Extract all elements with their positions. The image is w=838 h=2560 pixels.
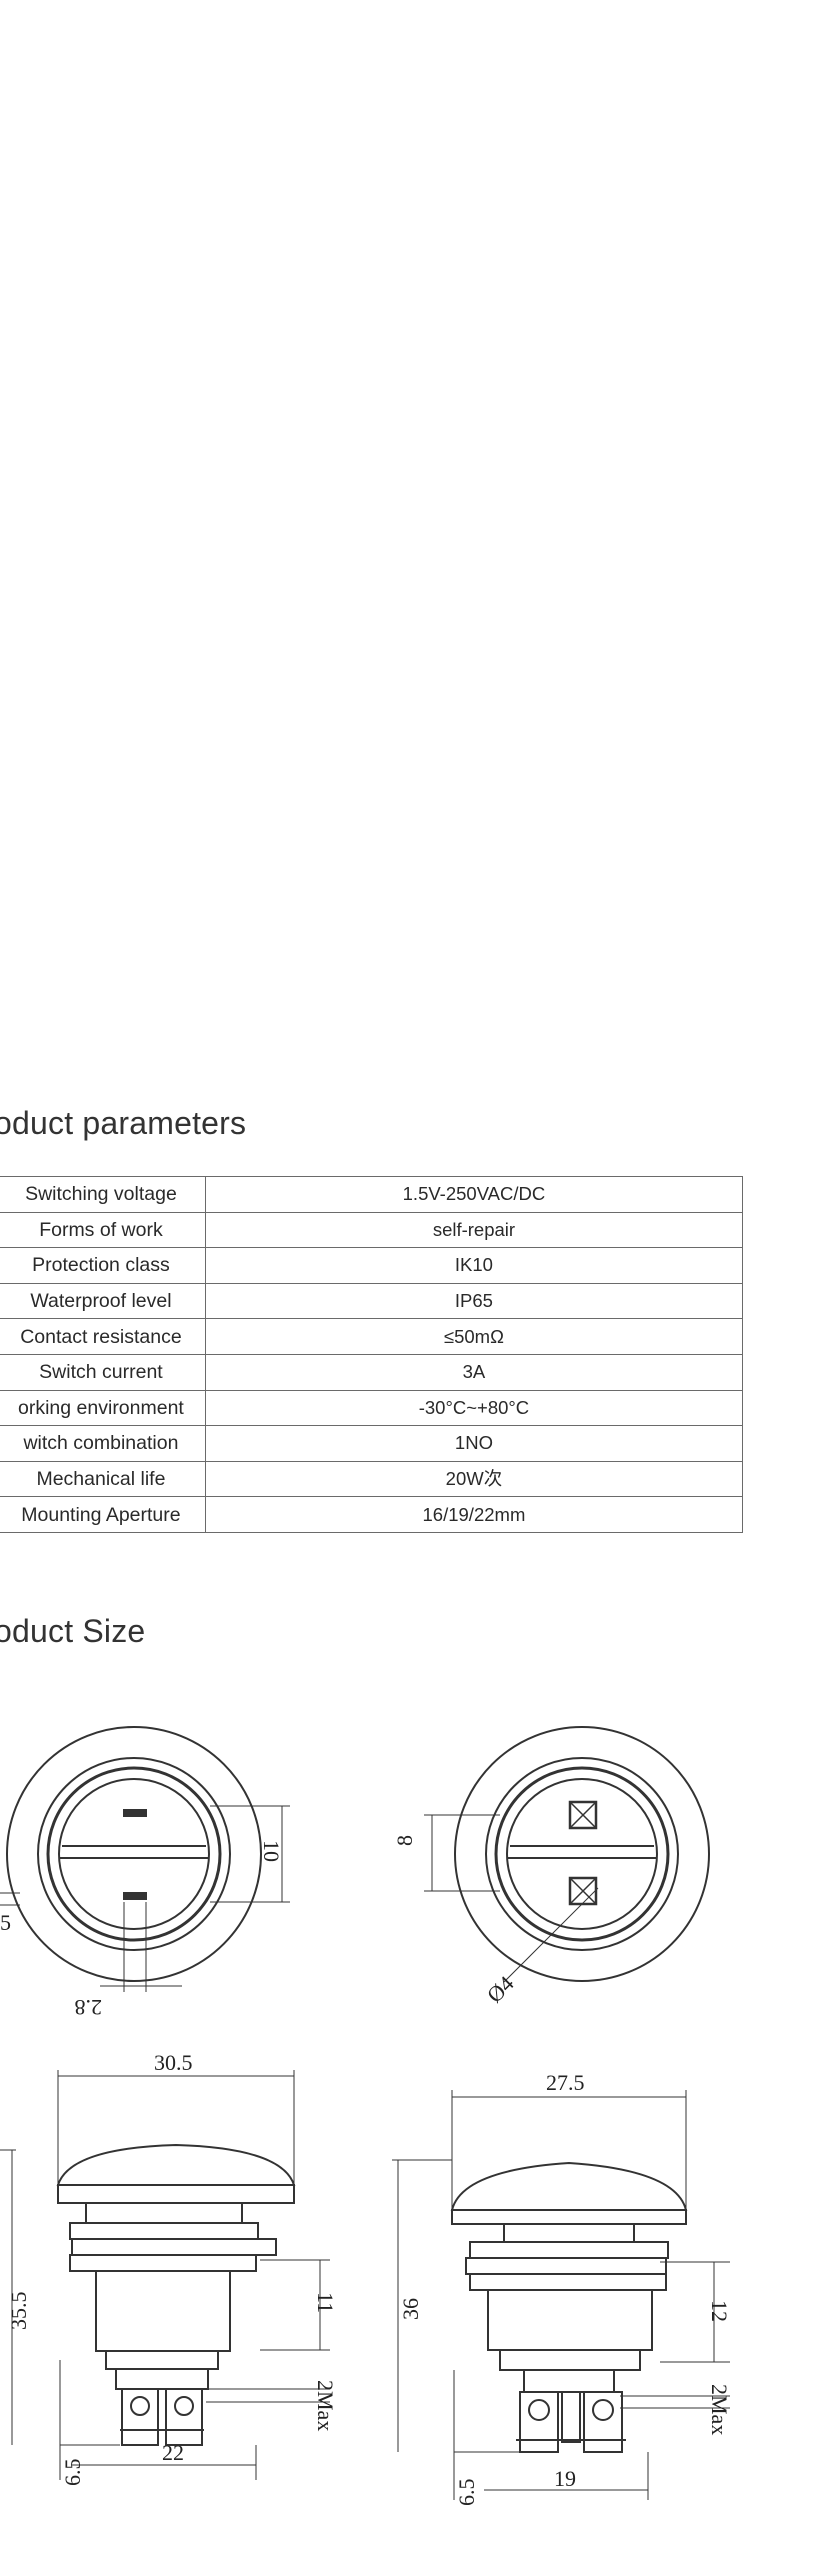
param-label: Protection class (0, 1247, 206, 1284)
param-label: Switch current (0, 1353, 206, 1391)
parameters-heading: oduct parameters (0, 1105, 247, 1141)
dim-label: 2.8 (75, 1995, 103, 2020)
param-label: Forms of work (0, 1211, 206, 1249)
param-value: 1.5V-250VAC/DC (204, 1176, 744, 1213)
dim-label: 6.5 (60, 2459, 85, 2487)
top-view-right (424, 1726, 710, 1983)
dim-label: 6.5 (454, 2479, 479, 2507)
param-label: Switching voltage (0, 1176, 206, 1213)
dim-label: 36 (398, 2298, 423, 2320)
param-value: IP65 (204, 1282, 744, 1320)
param-label: Mechanical life (0, 1460, 206, 1498)
dim-label: 19 (554, 2466, 576, 2491)
top-view-left (0, 1726, 290, 1992)
side-view-right (392, 2090, 730, 2500)
dim-label: 5 (0, 1910, 11, 1935)
dim-label: 12 (707, 2300, 732, 2322)
dim-label: 27.5 (546, 2070, 585, 2095)
dim-label: 2Max (707, 2384, 732, 2435)
table-row: orking environment-30°C~+80°C (0, 1389, 744, 1427)
param-value: 1NO (204, 1425, 744, 1462)
side-view-left (0, 2070, 330, 2480)
dim-label: 35.5 (6, 2292, 31, 2331)
param-value: 16/19/22mm (204, 1496, 744, 1533)
param-value: self-repair (204, 1211, 744, 1249)
dim-label: 2Max (313, 2380, 338, 2431)
dim-label: 22 (162, 2440, 184, 2465)
param-value: -30°C~+80°C (204, 1389, 744, 1427)
param-label: witch combination (0, 1425, 206, 1462)
param-value: 3A (204, 1353, 744, 1391)
dim-label: 10 (259, 1840, 284, 1862)
param-label: Mounting Aperture (0, 1496, 206, 1533)
dim-label: 11 (313, 2292, 338, 2313)
dim-label: Ø4 (482, 1971, 519, 2008)
param-value: IK10 (204, 1247, 744, 1284)
param-label: orking environment (0, 1389, 206, 1427)
size-heading: oduct Size (0, 1613, 146, 1649)
dim-label: 30.5 (154, 2050, 193, 2075)
dim-label: 8 (392, 1835, 417, 1846)
